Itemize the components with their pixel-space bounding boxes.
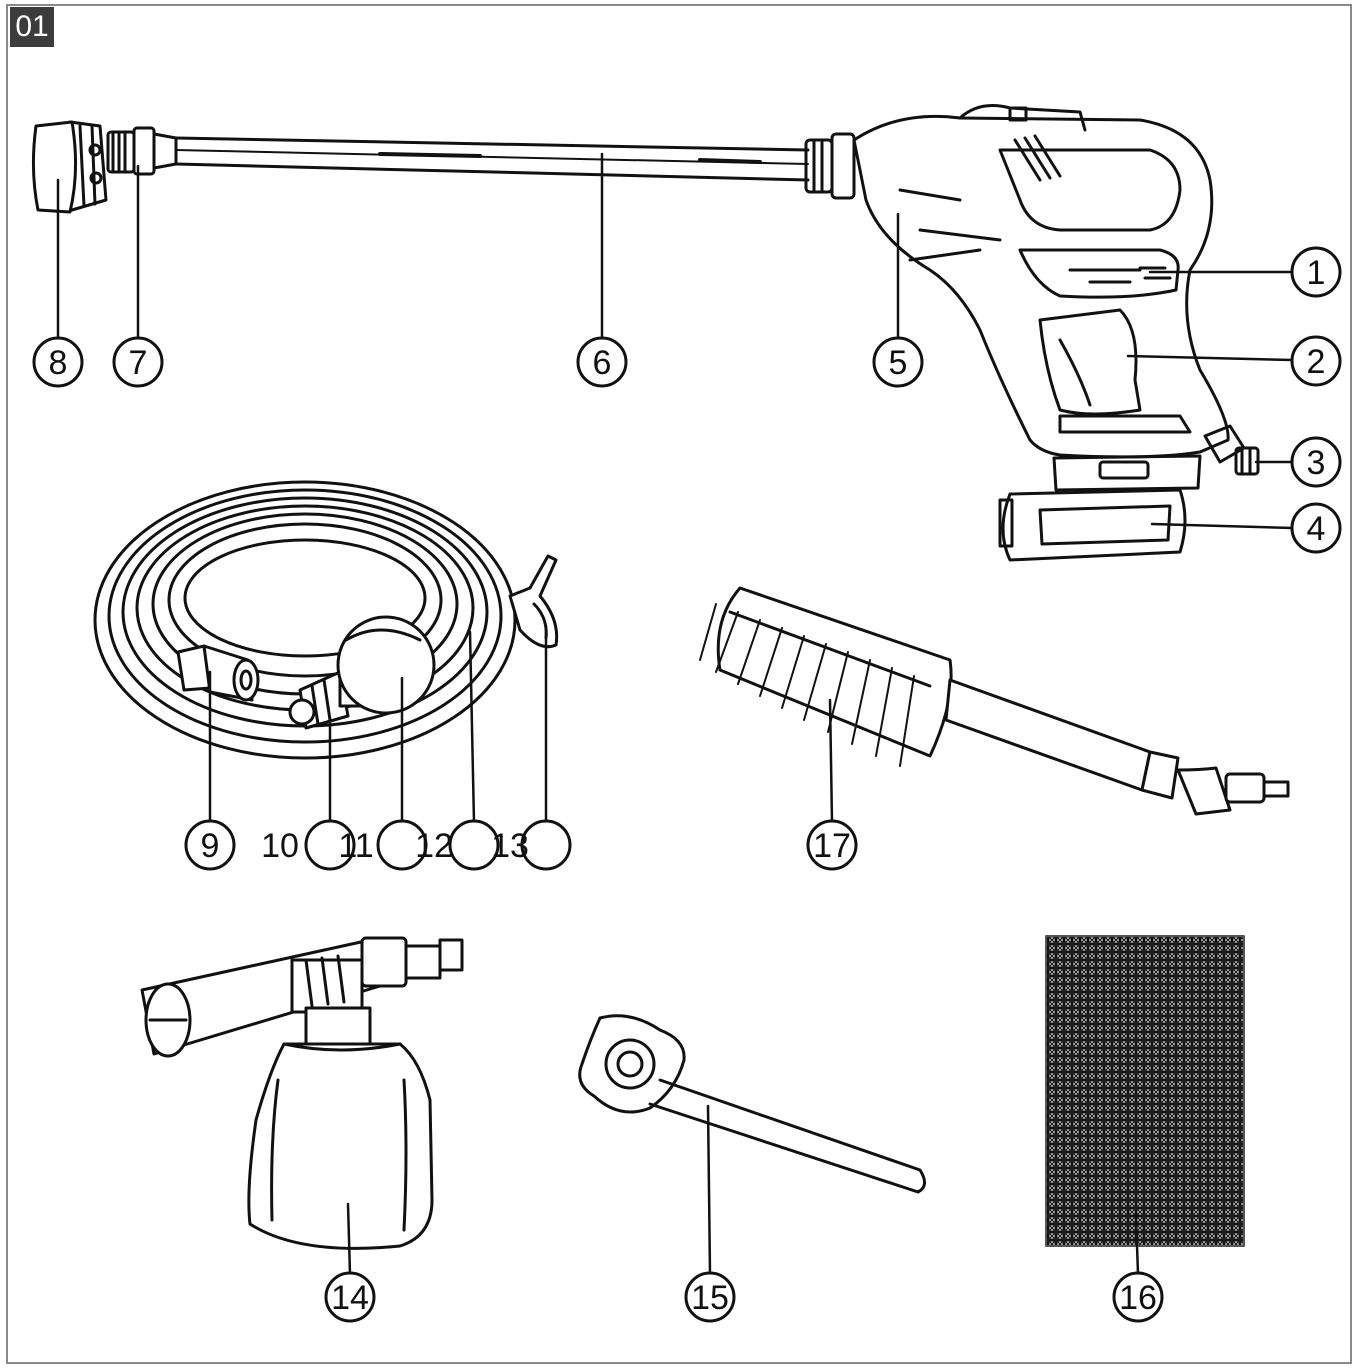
callout-16: 16	[1119, 1279, 1157, 1317]
callout-circle-10	[304, 819, 356, 871]
callout-circle-1	[1290, 246, 1342, 298]
callout-circle-12	[448, 819, 500, 871]
callout-13: 13	[491, 827, 529, 865]
callout-9: 9	[201, 827, 220, 865]
callout-circle-17	[806, 819, 858, 871]
callout-circle-9	[184, 819, 236, 871]
callout-circle-13	[520, 819, 572, 871]
cleaning-cloth	[1045, 935, 1245, 1247]
callout-circle-14	[324, 1271, 376, 1323]
callout-circle-7	[112, 336, 164, 388]
callout-2: 2	[1307, 343, 1326, 381]
leader-lines	[56, 152, 1294, 1276]
callout-circle-11	[376, 819, 428, 871]
callout-circle-15	[684, 1271, 736, 1323]
callout-circle-16	[1112, 1271, 1164, 1323]
callout-circle-3	[1290, 436, 1342, 488]
callout-8: 8	[49, 344, 68, 382]
spray-gun	[804, 104, 1260, 562]
callout-5: 5	[889, 344, 908, 382]
callout-17: 17	[813, 827, 851, 865]
callout-10: 10	[261, 827, 299, 865]
callout-6: 6	[593, 344, 612, 382]
callout-14: 14	[331, 1279, 369, 1317]
extension-lance	[174, 136, 810, 182]
figure-frame	[6, 4, 1352, 1364]
callout-12: 12	[415, 827, 453, 865]
callout-circle-5	[872, 336, 924, 388]
nozzle-head	[31, 120, 108, 214]
nozzle-connector	[106, 126, 178, 176]
hose-connector	[176, 644, 260, 702]
callout-circle-8	[32, 336, 84, 388]
callout-3: 3	[1307, 444, 1326, 482]
callout-circle-4	[1290, 502, 1342, 554]
callout-circle-6	[576, 336, 628, 388]
callout-1: 1	[1307, 254, 1326, 292]
hose-clip	[508, 554, 559, 649]
callout-11: 11	[338, 827, 373, 865]
callout-circle-2	[1290, 335, 1342, 387]
wash-brush	[699, 586, 1290, 816]
callout-15: 15	[691, 1279, 729, 1317]
callout-circles	[32, 246, 1342, 1323]
hose-reel-ball	[336, 615, 436, 715]
foam-bottle	[140, 936, 464, 1250]
figure-number-badge: 01	[10, 7, 54, 47]
nozzle-cleaning-tool	[578, 1014, 926, 1194]
callout-7: 7	[129, 344, 148, 382]
callout-4: 4	[1307, 510, 1326, 548]
